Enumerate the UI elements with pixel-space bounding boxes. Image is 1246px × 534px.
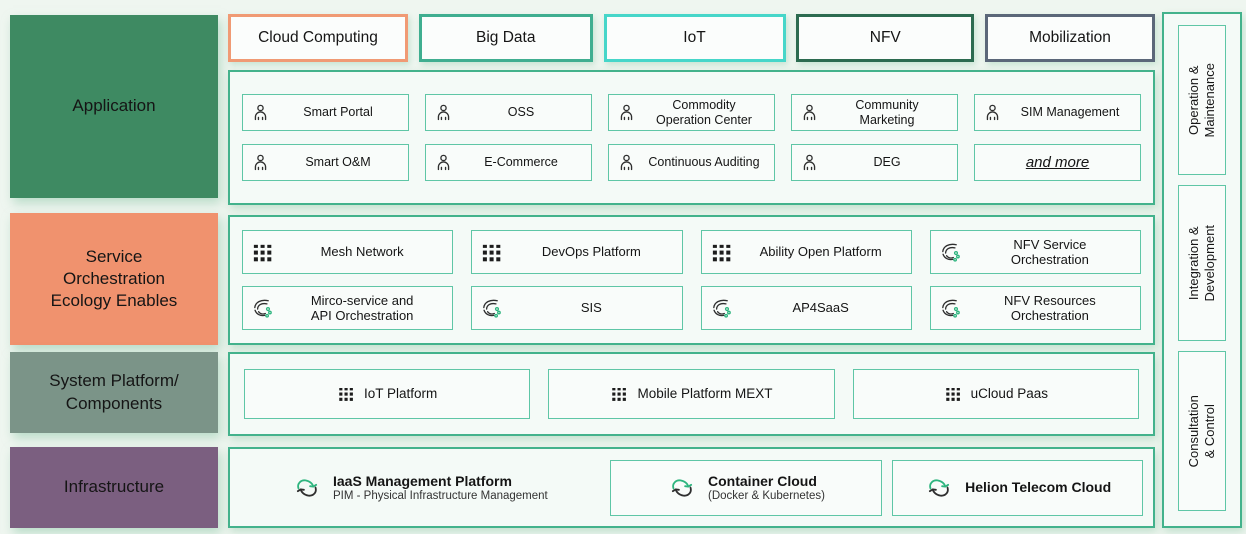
system-item-label: IoT Platform <box>364 386 438 402</box>
app-item-and-more: and more <box>974 144 1141 181</box>
app-item-label: OSS <box>507 105 535 120</box>
infrastructure-container: IaaS Management Platform PIM - Physical … <box>228 447 1155 528</box>
service-item-label: Mirco-service and API Orchestration <box>310 292 414 323</box>
dots-grid-icon <box>251 241 274 264</box>
app-item-label: Smart Portal <box>303 105 373 120</box>
orchestration-swirl-icon <box>251 297 274 320</box>
app-item-label: E-Commerce <box>484 155 558 170</box>
app-item-community-marketing: Community Marketing <box>791 94 958 131</box>
service-item-mesh-network: Mesh Network <box>242 230 454 274</box>
dots-grid-icon <box>610 385 628 403</box>
person-icon <box>434 153 453 172</box>
tab-iot: IoT <box>603 14 786 62</box>
person-icon <box>617 153 636 172</box>
person-icon <box>983 103 1002 122</box>
orchestration-swirl-icon <box>480 297 503 320</box>
layer-label-infrastructure: Infrastructure <box>10 447 218 528</box>
sidebar-item-integration-development: Integration & Development <box>1178 185 1226 341</box>
system-item-iot-platform: IoT Platform <box>244 369 531 419</box>
orchestration-swirl-icon <box>939 297 962 320</box>
system-item-label: uCloud Paas <box>970 386 1048 402</box>
app-item-deg: DEG <box>791 144 958 181</box>
app-item-commodity-operation-center: Commodity Operation Center <box>608 94 775 131</box>
person-icon <box>800 153 819 172</box>
person-icon <box>251 103 270 122</box>
infra-item-text: IaaS Management Platform PIM - Physical … <box>333 473 548 503</box>
system-item-ucloud-paas: uCloud Paas <box>852 369 1139 419</box>
infra-item-text: Helion Telecom Cloud <box>965 479 1111 496</box>
service-item-ap4saas: AP4SaaS <box>700 286 912 330</box>
sidebar-item-label: Operation & Maintenance <box>1185 62 1218 138</box>
app-item-oss: OSS <box>425 94 592 131</box>
infra-item-text: Container Cloud (Docker & Kubernetes) <box>708 473 825 503</box>
orchestration-swirl-icon <box>710 297 733 320</box>
infra-item-helion-telecom-cloud: Helion Telecom Cloud <box>892 459 1143 516</box>
application-container: Smart Portal OSS Commodity Operation Cen… <box>228 70 1155 205</box>
infra-item-iaas-management-platform: IaaS Management Platform PIM - Physical … <box>240 460 600 516</box>
service-item-nfv-resources-orchestration: NFV Resources Orchestration <box>929 286 1141 330</box>
system-item-mobile-platform-mext: Mobile Platform MEXT <box>548 369 835 419</box>
tab-mobilization: Mobilization <box>985 14 1155 62</box>
service-item-label: AP4SaaS <box>792 300 849 316</box>
app-item-e-commerce: E-Commerce <box>425 144 592 181</box>
layer-label-application: Application <box>10 15 218 198</box>
service-item-label: Mesh Network <box>320 244 404 260</box>
tab-nfv: NFV <box>796 14 975 62</box>
infra-item-container-cloud: Container Cloud (Docker & Kubernetes) <box>609 459 883 516</box>
service-item-sis: SIS <box>471 286 683 330</box>
layer-label-service-orchestration: Service Orchestration Ecology Enables <box>10 213 218 345</box>
app-item-label: SIM Management <box>1020 105 1120 120</box>
app-item-continuous-auditing: Continuous Auditing <box>608 144 775 181</box>
service-item-microservice-api-orchestration: Mirco-service and API Orchestration <box>242 286 454 330</box>
person-icon <box>251 153 270 172</box>
orchestration-swirl-icon <box>939 241 962 264</box>
infra-item-title: Helion Telecom Cloud <box>965 479 1112 496</box>
service-item-label: NFV Resources Orchestration <box>1004 292 1096 323</box>
app-item-label: Continuous Auditing <box>648 155 760 170</box>
infra-item-subtitle: (Docker & Kubernetes) <box>708 490 825 503</box>
app-item-label: Commodity Operation Center <box>656 97 752 127</box>
service-item-label: Ability Open Platform <box>759 244 882 260</box>
technology-tabs: Cloud Computing Big Data IoT NFV Mobiliz… <box>228 14 1155 62</box>
dots-grid-icon <box>337 385 355 403</box>
app-item-label: DEG <box>873 155 901 170</box>
dots-grid-icon <box>480 241 503 264</box>
system-platform-container: IoT Platform Mobile Platform MEXT uCloud… <box>228 352 1155 436</box>
cloud-sync-icon <box>292 475 322 501</box>
tab-cloud-computing: Cloud Computing <box>228 14 408 62</box>
sidebar-item-consultation-control: Consultation & Control <box>1178 351 1226 511</box>
sidebar-item-label: Consultation & Control <box>1185 394 1217 468</box>
sidebar-item-label: Integration & Development <box>1185 224 1218 302</box>
dots-grid-icon <box>710 241 733 264</box>
person-icon <box>434 103 453 122</box>
service-item-label: NFV Service Orchestration <box>1010 236 1089 267</box>
app-item-label: Smart O&M <box>305 155 371 170</box>
right-services-sidebar: Operation & Maintenance Integration & De… <box>1162 12 1242 528</box>
infra-item-title: Container Cloud <box>708 472 817 489</box>
system-item-label: Mobile Platform MEXT <box>637 386 773 402</box>
dots-grid-icon <box>944 385 962 403</box>
app-item-sim-management: SIM Management <box>974 94 1141 131</box>
app-item-smart-om: Smart O&M <box>242 144 409 181</box>
app-item-label: Community Marketing <box>855 97 919 127</box>
cloud-sync-icon <box>667 475 697 501</box>
tab-big-data: Big Data <box>418 14 593 62</box>
person-icon <box>617 103 636 122</box>
cloud-sync-icon <box>924 475 954 501</box>
infra-item-subtitle: PIM - Physical Infrastructure Management <box>332 490 548 503</box>
sidebar-item-operation-maintenance: Operation & Maintenance <box>1178 25 1226 175</box>
person-icon <box>800 103 819 122</box>
app-item-label: and more <box>1025 153 1090 171</box>
service-item-label: SIS <box>580 300 602 316</box>
infra-item-title: IaaS Management Platform <box>332 472 512 489</box>
app-item-smart-portal: Smart Portal <box>242 94 409 131</box>
service-item-ability-open-platform: Ability Open Platform <box>700 230 912 274</box>
service-item-nfv-service-orchestration: NFV Service Orchestration <box>929 230 1141 274</box>
service-orchestration-container: Mesh Network DevOps Platform Ability Ope… <box>228 215 1155 345</box>
layer-label-system-platform: System Platform/ Components <box>10 352 218 433</box>
service-item-devops-platform: DevOps Platform <box>471 230 683 274</box>
service-item-label: DevOps Platform <box>541 244 641 260</box>
